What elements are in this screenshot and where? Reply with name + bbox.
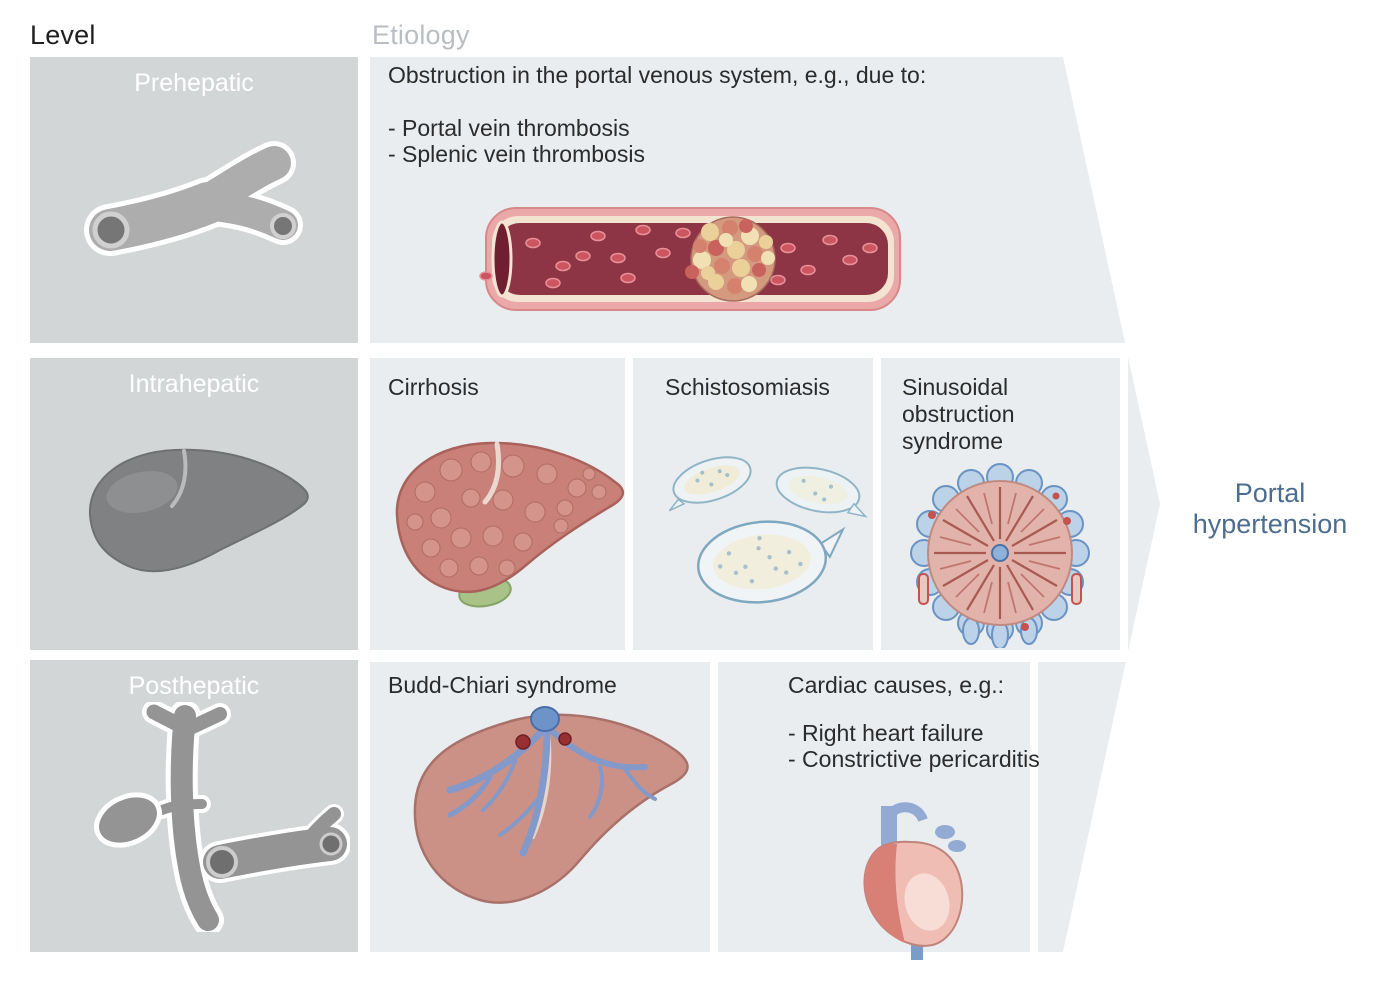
portal-hypertension-label: Portal hypertension — [1192, 478, 1348, 539]
bullet-item: - Portal vein thrombosis — [388, 115, 630, 141]
cirrhotic-nodules — [406, 451, 607, 578]
sinusoid-radial-lines-minor — [939, 492, 1061, 614]
vein-clot — [515, 734, 531, 750]
hepatic-veins-icon — [94, 702, 350, 932]
vessel-opening — [92, 211, 130, 249]
level-box-intrahepatic: Intrahepatic — [30, 358, 358, 650]
gallbladder-shape — [94, 792, 162, 848]
panel-separators — [370, 343, 1180, 952]
level-box-posthepatic: Posthepatic — [30, 660, 358, 952]
vessel-opening — [319, 832, 343, 856]
sinusoid-radial-lines — [934, 487, 1066, 619]
thrombus — [685, 216, 776, 302]
sinusoidal-obstruction-title: Sinusoidal obstruction syndrome — [902, 374, 1015, 454]
bullet-item: - Constrictive pericarditis — [788, 746, 1040, 772]
great-vessels — [881, 802, 966, 960]
egg-small-left — [668, 456, 752, 512]
etiology-header: Etiology — [372, 20, 470, 50]
vessel-opening — [270, 213, 296, 239]
egg-large — [696, 520, 846, 604]
schistosoma-eggs-illustration — [668, 456, 868, 604]
cardiac-causes-bullets: - Right heart failure - Constrictive per… — [788, 720, 1040, 772]
vessel-opening — [206, 846, 238, 878]
schistosomiasis-title: Schistosomiasis — [665, 374, 830, 400]
ivc-stub — [530, 706, 560, 732]
liver-icon — [88, 448, 309, 573]
heart-illustration — [863, 802, 966, 960]
egg-small-right — [775, 466, 868, 518]
thrombosed-vessel-illustration — [479, 207, 901, 311]
red-blood-cells — [479, 224, 878, 289]
bullet-item: - Right heart failure — [788, 720, 984, 746]
prehepatic-etiology-bullets: - Portal vein thrombosis - Splenic vein … — [388, 115, 645, 167]
level-label-prehepatic: Prehepatic — [134, 69, 254, 97]
cirrhotic-liver-illustration — [395, 441, 624, 608]
cirrhosis-title: Cirrhosis — [388, 374, 479, 400]
cardiac-causes-title: Cardiac causes, e.g.: — [788, 672, 1005, 698]
level-label-posthepatic: Posthepatic — [128, 672, 260, 700]
budd-chiari-title: Budd-Chiari syndrome — [388, 672, 617, 698]
red-accents — [928, 492, 1071, 631]
budd-chiari-liver-illustration — [413, 706, 689, 904]
portal-vein-icon — [84, 141, 303, 256]
bullet-item: - Splenic vein thrombosis — [388, 141, 645, 167]
level-label-intrahepatic: Intrahepatic — [128, 370, 260, 398]
central-vein — [991, 544, 1009, 562]
vessel-opening — [491, 220, 513, 298]
heart-body — [863, 840, 964, 947]
prehepatic-etiology-title: Obstruction in the portal venous system,… — [388, 62, 927, 88]
level-box-prehepatic: Prehepatic — [30, 57, 358, 343]
vein-clot — [558, 732, 572, 746]
level-header: Level — [30, 20, 96, 50]
sinusoid-cross-section-illustration — [910, 463, 1090, 648]
